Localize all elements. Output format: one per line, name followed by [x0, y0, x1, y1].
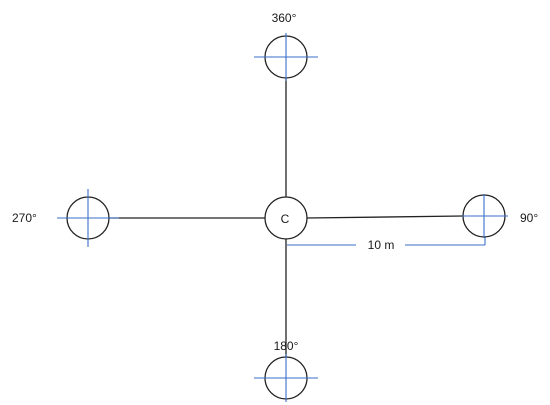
arm-east	[306, 215, 464, 219]
center-circle	[264, 196, 308, 240]
point-west-label: 270°	[12, 211, 37, 225]
center-label: C	[281, 212, 290, 226]
dimension-label: 10 m	[368, 238, 395, 252]
point-north: 360°	[254, 11, 318, 81]
point-west: 270°	[12, 189, 119, 247]
point-east: 90°	[462, 194, 538, 238]
center-point: C	[264, 196, 308, 240]
point-south: 180°	[254, 339, 318, 402]
point-east-label: 90°	[520, 211, 538, 225]
point-north-label: 360°	[272, 11, 297, 25]
point-south-label: 180°	[274, 339, 299, 353]
dimension-10m: 10 m	[287, 236, 486, 252]
